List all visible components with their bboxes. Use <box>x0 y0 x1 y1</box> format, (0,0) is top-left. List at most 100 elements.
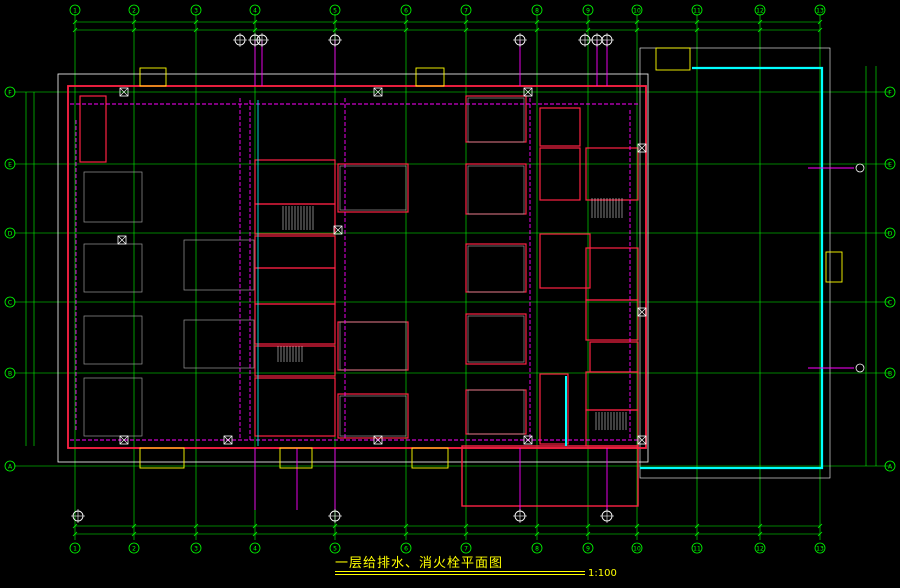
fire-hydrant-box-icon <box>373 435 383 445</box>
room-wall <box>254 159 336 205</box>
dimension-tick <box>463 27 469 33</box>
dimension-lines <box>25 19 877 537</box>
equipment-outline <box>467 315 525 363</box>
axis-label: C <box>8 300 12 307</box>
fire-hydrant-box-icon <box>119 87 129 97</box>
dimension-tick <box>757 19 763 25</box>
axis-bubble <box>128 4 140 16</box>
outer-frame <box>57 73 649 463</box>
room-wall <box>585 299 639 341</box>
axis-label: 5 <box>333 8 337 15</box>
axis-bubble <box>884 460 896 472</box>
dimension-tick <box>817 19 823 25</box>
axis-label: 10 <box>633 8 641 15</box>
dimension-tick <box>634 523 640 529</box>
axis-label: 12 <box>756 546 764 553</box>
axis-bubble <box>69 542 81 554</box>
axis-bubble <box>400 4 412 16</box>
axis-label: E <box>888 162 892 169</box>
axis-label: 8 <box>535 8 539 15</box>
dimension-tick <box>193 531 199 537</box>
axis-label: 7 <box>464 546 468 553</box>
axis-label: 1 <box>73 546 77 553</box>
dimension-tick <box>72 523 78 529</box>
dimension-tick <box>694 27 700 33</box>
axis-label: D <box>8 231 13 238</box>
dimension-tick <box>131 27 137 33</box>
axis-label: 13 <box>816 546 824 553</box>
room-wall <box>539 107 581 147</box>
dimension-tick <box>534 19 540 25</box>
axis-bubble <box>4 367 16 379</box>
fire-hydrant-box-icon <box>117 235 127 245</box>
axis-bubble <box>754 542 766 554</box>
room-wall <box>254 377 336 437</box>
column-axis-lines <box>74 14 821 540</box>
dimension-tick <box>757 523 763 529</box>
drawing-scale: 1:100 <box>588 568 617 579</box>
room-wall <box>337 393 409 439</box>
axis-label: 3 <box>194 8 198 15</box>
axis-bubble <box>884 227 896 239</box>
dimension-tick <box>463 531 469 537</box>
dimension-tick <box>193 27 199 33</box>
axis-bubble <box>631 4 643 16</box>
room-wall <box>337 321 409 371</box>
room-walls <box>79 95 639 447</box>
axis-label: 10 <box>633 546 641 553</box>
window-mark <box>411 447 449 469</box>
dimension-tick <box>72 531 78 537</box>
axis-label: 11 <box>693 546 701 553</box>
dimension-tick <box>585 27 591 33</box>
axis-bubble <box>329 542 341 554</box>
room-wall <box>585 409 639 447</box>
dimension-tick <box>332 27 338 33</box>
dimension-tick <box>403 531 409 537</box>
dimension-tick <box>694 531 700 537</box>
equipment-outline <box>83 315 143 365</box>
fire-hydrant-box-icon <box>117 235 127 245</box>
dimension-tick <box>252 19 258 25</box>
room-wall <box>254 267 336 305</box>
room-wall <box>589 341 639 373</box>
axis-bubble <box>691 4 703 16</box>
dimension-tick <box>403 19 409 25</box>
dimension-tick <box>817 27 823 33</box>
axis-bubble <box>4 158 16 170</box>
axis-label: 7 <box>464 8 468 15</box>
fire-hydrant-box-icon <box>523 87 533 97</box>
dimension-tick <box>534 27 540 33</box>
axis-label: D <box>888 231 893 238</box>
pipe-network <box>70 40 854 510</box>
axis-bubble <box>4 296 16 308</box>
axis-bubble <box>249 542 261 554</box>
window-mark <box>825 251 843 283</box>
fire-hydrant-box-icon <box>373 87 383 97</box>
outlet-icon <box>855 363 865 373</box>
axis-label: 6 <box>404 546 408 553</box>
dimension-tick <box>403 523 409 529</box>
axis-bubble <box>631 542 643 554</box>
dimension-tick <box>252 27 258 33</box>
equipment-outline <box>467 245 525 293</box>
axis-label: F <box>888 90 892 97</box>
room-wall <box>254 345 336 377</box>
equipment-outline <box>83 377 143 437</box>
equipment-outline <box>467 97 525 143</box>
axis-label: 4 <box>253 546 257 553</box>
axis-label: E <box>8 162 12 169</box>
dimension-tick <box>463 19 469 25</box>
axis-bubble <box>329 4 341 16</box>
dimension-tick <box>131 19 137 25</box>
axis-label: 12 <box>756 8 764 15</box>
fire-hydrant-box-icon <box>223 435 233 445</box>
dimension-tick <box>694 523 700 529</box>
axis-label: 1 <box>73 8 77 15</box>
equipment-outline <box>339 321 407 371</box>
axis-bubble <box>4 86 16 98</box>
window-mark <box>655 47 691 71</box>
dimension-tick <box>817 523 823 529</box>
room-wall <box>539 233 591 289</box>
fire-main-pipe <box>640 66 824 470</box>
room-wall <box>337 163 409 213</box>
